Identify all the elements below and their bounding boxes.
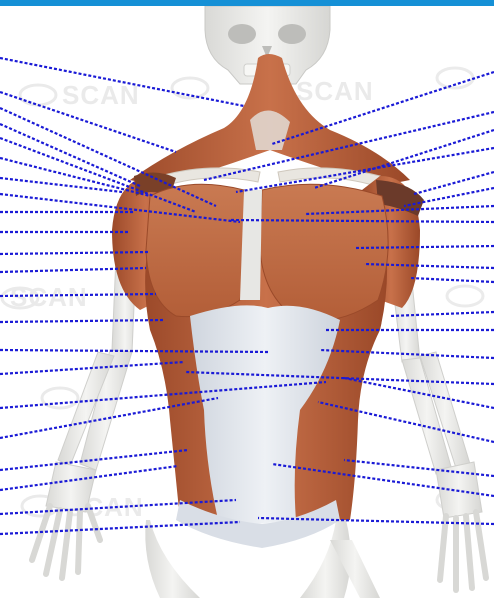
svg-text:SCAN: SCAN — [10, 282, 88, 312]
svg-text:SCAN: SCAN — [296, 76, 374, 106]
watermark-logo: SCAN — [2, 282, 88, 312]
svg-text:SCAN: SCAN — [62, 80, 140, 110]
leader-line — [410, 278, 494, 282]
leader-line — [0, 158, 150, 196]
leader-line — [0, 320, 164, 322]
clavicles — [160, 168, 380, 186]
watermark-logo — [447, 286, 483, 306]
right-arm-skeleton — [392, 280, 486, 590]
trapezius-muscle — [130, 54, 410, 186]
anatomy-illustration: SCAN SCAN SCAN SCAN — [0, 6, 494, 598]
